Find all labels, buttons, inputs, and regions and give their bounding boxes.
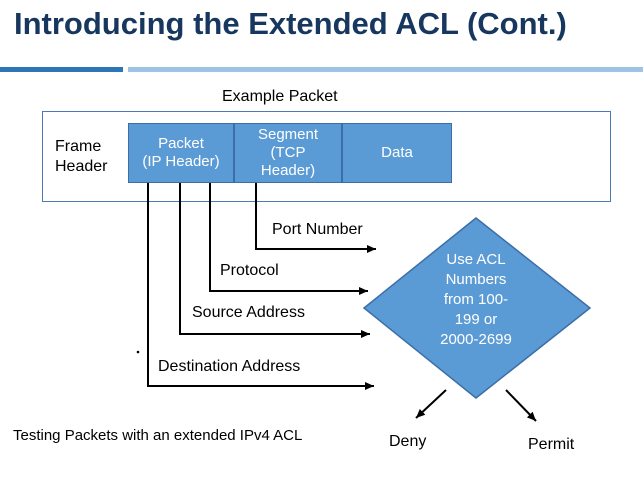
frame-header-label: Frame Header [55, 138, 108, 175]
port-number-arrow [255, 183, 376, 253]
source-address-arrow [179, 183, 370, 338]
destination-address-label: Destination Address [158, 358, 301, 375]
port-number-label: Port Number [272, 221, 363, 238]
slide-title: Introducing the Extended ACL (Cont.) [14, 6, 567, 41]
title-rule-dark [0, 67, 123, 72]
deny-label: Deny [389, 433, 427, 450]
ip-header-field: Packet (IP Header) [128, 123, 234, 183]
destination-address-arrow [147, 183, 374, 390]
decision-diamond [362, 217, 592, 399]
segment-field: Segment (TCP Header) [234, 123, 342, 183]
caption: Testing Packets with an extended IPv4 AC… [13, 427, 303, 444]
permit-arrow [505, 389, 537, 422]
stray-dot [136, 350, 140, 354]
title-rule-light [128, 67, 643, 72]
decision-text: Use ACL Numbers from 100- 199 or 2000-26… [440, 251, 512, 348]
deny-arrow [415, 389, 447, 419]
data-field: Data [342, 123, 452, 183]
protocol-label: Protocol [220, 262, 279, 279]
source-address-label: Source Address [192, 304, 305, 321]
example-packet-label: Example Packet [222, 88, 338, 105]
protocol-arrow [209, 183, 368, 295]
permit-label: Permit [528, 436, 575, 453]
